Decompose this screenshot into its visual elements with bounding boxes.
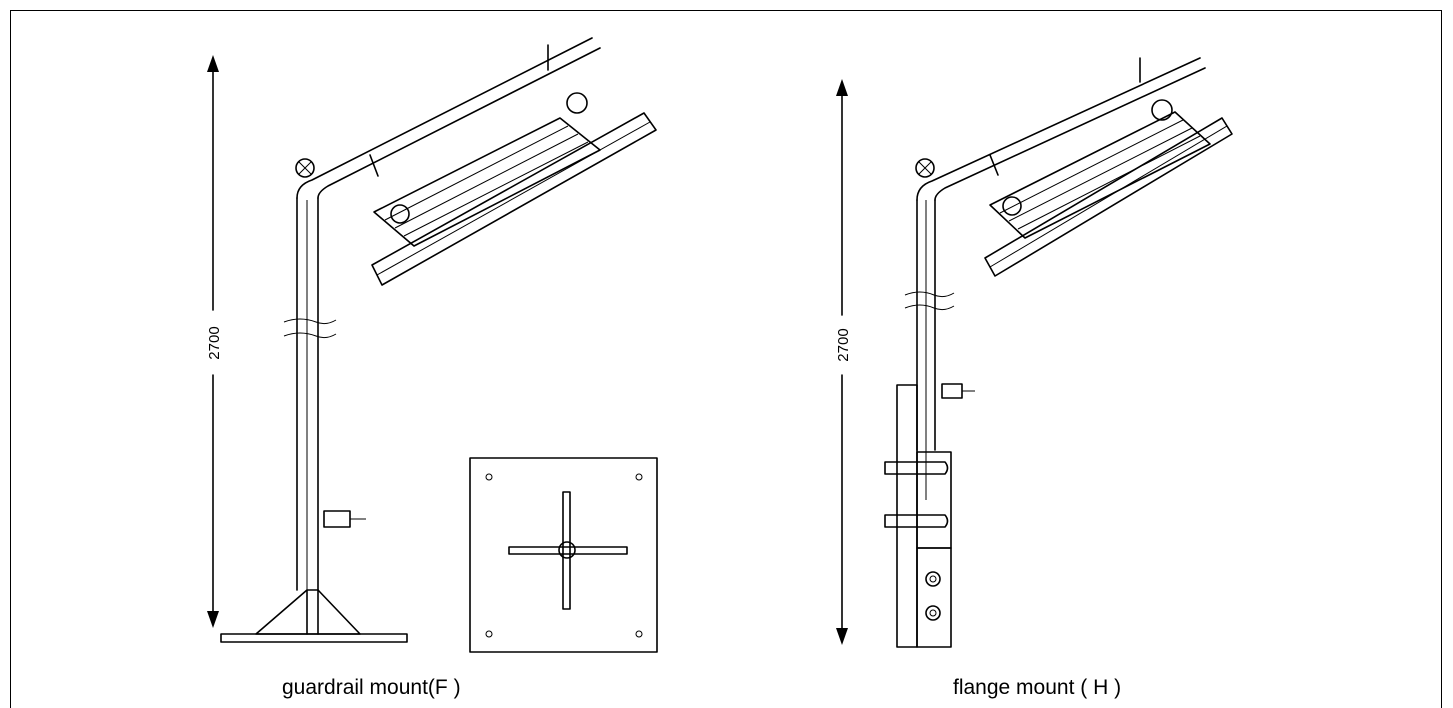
right-dimension-label: 2700: [835, 328, 852, 361]
guardrail-mount-caption: guardrail mount(F ): [282, 676, 461, 699]
drawing-frame: [10, 10, 1442, 708]
left-pole: [283, 37, 601, 591]
left-dimension-line: 2700: [206, 55, 223, 628]
base-plate-top-view: [469, 457, 658, 653]
left-dimension-label: 2700: [206, 326, 223, 359]
flange-bracket: [884, 384, 952, 648]
flange-mount-caption: flange mount ( H ): [953, 676, 1122, 699]
right-pole: [904, 57, 1206, 500]
left-base: [220, 589, 408, 643]
right-dimension-line: 2700: [835, 79, 852, 645]
left-clamp: [323, 510, 366, 528]
left-light-fixture: [369, 44, 657, 286]
right-light-fixture: [984, 57, 1233, 277]
right-clamp: [941, 383, 975, 399]
guardrail-mount-figure: 2700: [206, 37, 658, 653]
flange-mount-figure: 2700: [835, 57, 1233, 648]
